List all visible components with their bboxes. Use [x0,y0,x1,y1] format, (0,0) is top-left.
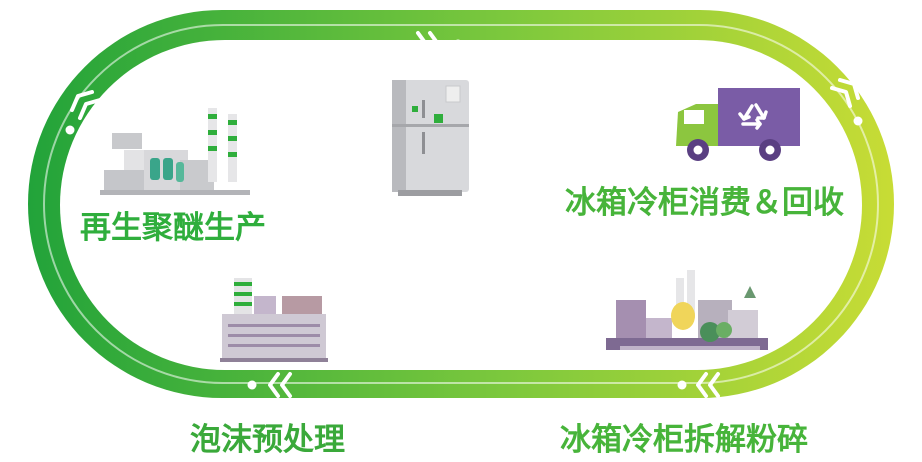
flow-arrow-top [416,31,463,57]
stage-label-dismantling: 冰箱冷柜拆解粉碎 [560,422,808,458]
flow-arrow-bottom-right [677,372,720,398]
stage-label-regeneration: 再生聚醚生产 [80,210,266,246]
stage-label-foam-pretreatment: 泡沫预处理 [190,422,345,458]
flow-arrow-top-left [65,90,102,135]
stage-label-consumption-recycling: 冰箱冷柜消费＆回收 [565,185,844,221]
flow-arrow-top-right [830,78,863,126]
factory-icon [100,108,250,195]
recycle-icon [738,103,768,130]
industrial-plant-icon [606,270,768,350]
processing-building-icon [220,278,328,362]
recycling-truck-icon [676,88,800,161]
flow-arrow-bottom-left [247,372,292,398]
refrigerator-icon [392,80,469,196]
